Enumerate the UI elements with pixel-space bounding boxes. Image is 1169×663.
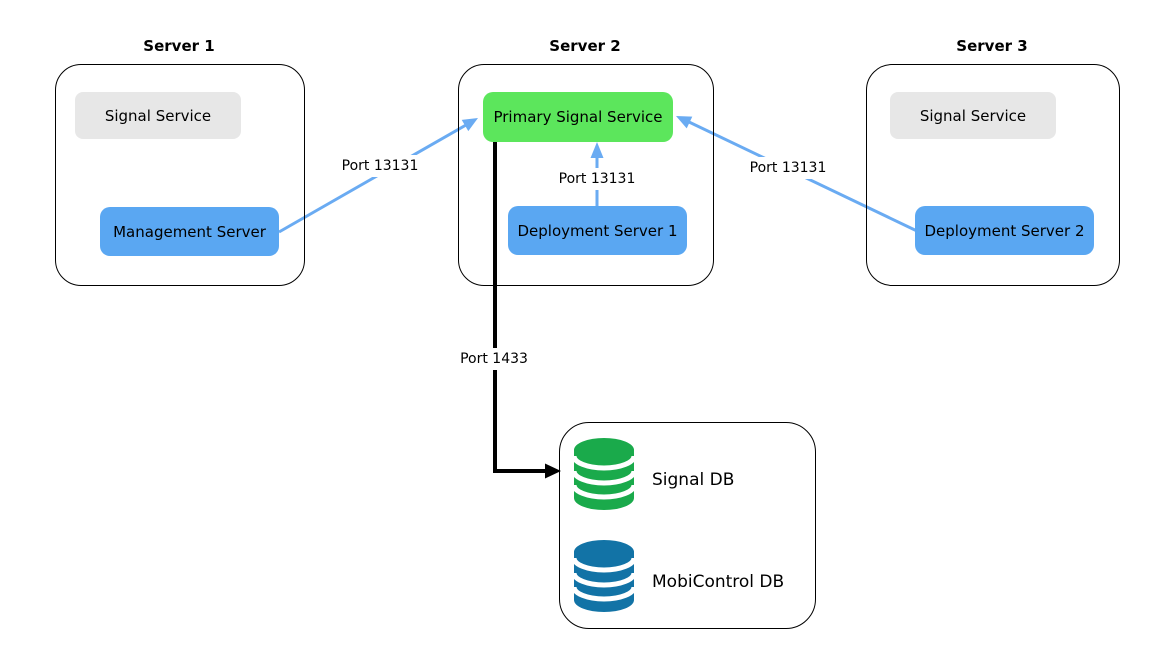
database-cylinder <box>574 438 634 510</box>
node-label: Management Server <box>113 222 266 241</box>
server3-title: Server 3 <box>956 37 1028 55</box>
mobicontrol-db-database-icon <box>573 540 635 612</box>
node-deployment-server-1: Deployment Server 1 <box>508 206 687 255</box>
mobicontrol-db-label: MobiControl DB <box>652 572 785 592</box>
node-deployment-server-2: Deployment Server 2 <box>915 206 1094 255</box>
arrowhead-icon <box>590 142 604 158</box>
node-signal-service-3: Signal Service <box>890 92 1056 139</box>
port-label-deployment1-to-primary: Port 13131 <box>552 168 642 190</box>
cylinder-divider <box>573 484 635 500</box>
connection-line <box>493 142 546 473</box>
arrowhead-icon <box>461 118 478 132</box>
cylinder-divider <box>573 470 635 486</box>
node-label: Deployment Server 2 <box>924 221 1085 240</box>
database-group-box <box>559 422 816 629</box>
cylinder-divider <box>573 572 635 588</box>
cylinder-divider <box>573 586 635 602</box>
signal-db-database-icon <box>573 438 635 510</box>
signal-db-label: Signal DB <box>652 470 735 490</box>
port-label-primary-to-database: Port 1433 <box>454 348 534 370</box>
port-label-deployment2-to-primary: Port 13131 <box>743 157 833 179</box>
connection-line <box>278 123 467 234</box>
server2-title: Server 2 <box>549 37 621 55</box>
arrowhead-icon <box>676 116 693 129</box>
node-primary-signal-service: Primary Signal Service <box>483 92 673 142</box>
node-signal-service-1: Signal Service <box>75 92 241 139</box>
server3-group-box <box>866 64 1120 286</box>
port-label-management-to-primary: Port 13131 <box>335 155 425 177</box>
database-cylinder <box>574 540 634 612</box>
cylinder-divider <box>573 455 635 471</box>
node-label: Primary Signal Service <box>493 108 663 126</box>
server2-group-box <box>458 64 714 286</box>
arrow-primary-to-database <box>493 142 561 479</box>
node-label: Signal Service <box>104 106 212 125</box>
server1-title: Server 1 <box>143 37 215 55</box>
node-label: Signal Service <box>919 106 1027 125</box>
node-label: Deployment Server 1 <box>517 221 678 240</box>
node-management-server: Management Server <box>100 207 279 256</box>
arrow-management-to-primary <box>278 118 478 234</box>
arrowhead-icon <box>545 463 561 479</box>
cylinder-divider <box>573 557 635 573</box>
server1-group-box <box>55 64 305 286</box>
